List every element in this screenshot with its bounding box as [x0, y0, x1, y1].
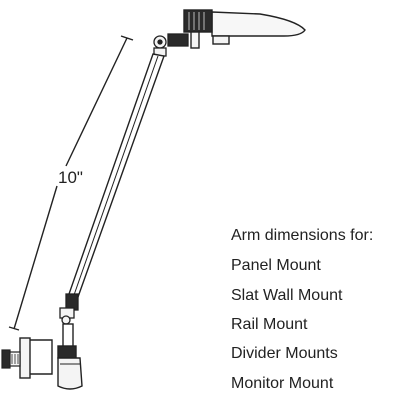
lower-joint-icon: [59, 293, 79, 325]
legend-item-monitor-mount: Monitor Mount: [231, 375, 334, 392]
legend-item-slat-wall-mount: Slat Wall Mount: [231, 287, 343, 304]
legend: Arm dimensions for: Panel Mount Slat Wal…: [231, 227, 373, 392]
legend-item-panel-mount: Panel Mount: [231, 257, 321, 274]
dimension-line: [8, 35, 134, 331]
articulated-arm-icon: [68, 53, 165, 298]
top-joint-icon: [153, 33, 189, 57]
tension-knob-icon: [1, 349, 21, 369]
dimension-line-lower: [13, 185, 58, 330]
clamp-mount-icon: [19, 323, 83, 390]
dimension-line-upper: [65, 37, 128, 167]
legend-item-rail-mount: Rail Mount: [231, 316, 308, 333]
lamp-head-icon: [183, 9, 306, 49]
legend-item-divider-mounts: Divider Mounts: [231, 345, 338, 362]
legend-heading: Arm dimensions for:: [231, 227, 373, 244]
dimension-tick-top: [120, 35, 134, 41]
dimension-tick-bottom: [8, 326, 20, 331]
dimension-label: 10": [58, 168, 83, 187]
